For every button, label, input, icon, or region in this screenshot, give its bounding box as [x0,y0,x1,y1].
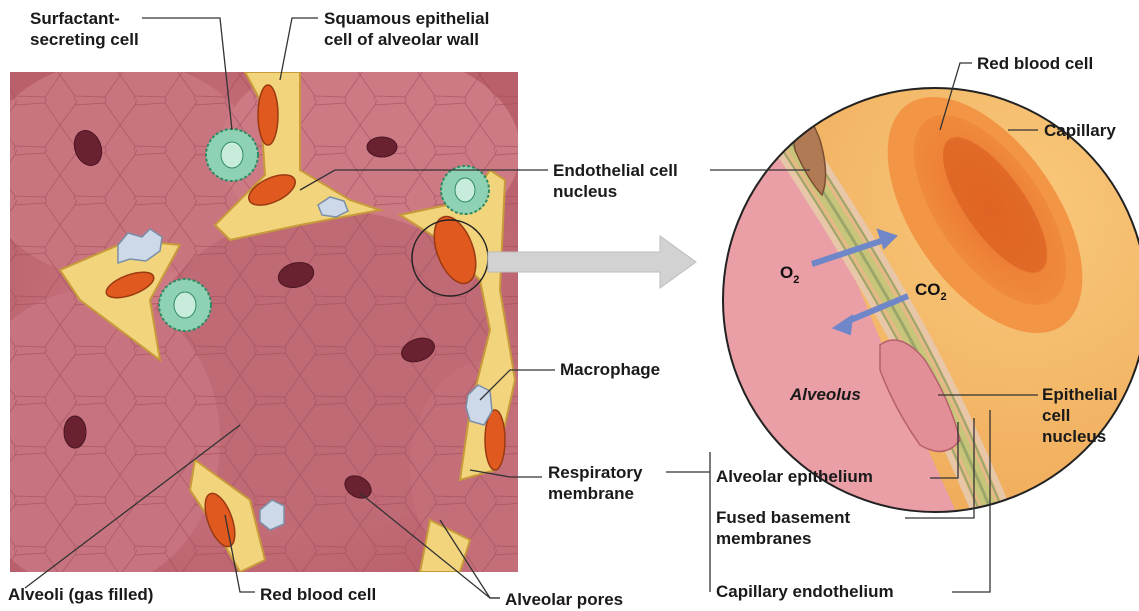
co2-base: CO [915,280,941,299]
label-line: Red blood cell [977,53,1093,74]
label-line: Epithelial [1042,384,1118,405]
label-line: Fused basement [716,507,850,528]
label-line: membranes [716,528,850,549]
label-fused-basement: Fused basement membranes [716,507,850,549]
label-line: Respiratory [548,462,642,483]
label-line: Surfactant- [30,8,139,29]
co2-sub: 2 [941,291,947,303]
label-line: cell of alveolar wall [324,29,489,50]
label-red-blood-cell-left: Red blood cell [260,584,376,605]
label-endothelial-nucleus: Endothelial cell nucleus [553,160,678,202]
label-alveolar-epithelium: Alveolar epithelium [716,466,873,487]
label-line: nucleus [553,181,678,202]
label-surfactant-cell: Surfactant- secreting cell [30,8,139,50]
label-red-blood-cell-right: Red blood cell [977,53,1093,74]
label-line: Capillary endothelium [716,581,894,602]
label-line: secreting cell [30,29,139,50]
label-line: Alveolar pores [505,589,623,610]
label-alveoli: Alveoli (gas filled) [8,584,153,605]
label-line: Red blood cell [260,584,376,605]
label-line: Alveoli (gas filled) [8,584,153,605]
label-line: Endothelial cell [553,160,678,181]
label-line: Capillary [1044,120,1116,141]
label-alveolus: Alveolus [790,384,861,405]
label-capillary: Capillary [1044,120,1116,141]
label-line: nucleus [1042,426,1118,447]
label-line: Squamous epithelial [324,8,489,29]
label-capillary-endothelium: Capillary endothelium [716,581,894,602]
o2-sub: 2 [793,274,799,286]
label-epithelial-nucleus: Epithelial cell nucleus [1042,384,1118,447]
label-alveolar-pores: Alveolar pores [505,589,623,610]
label-line: Alveolus [790,384,861,405]
label-line: Macrophage [560,359,660,380]
label-line: cell [1042,405,1118,426]
o2-base: O [780,263,793,282]
label-respiratory-membrane: Respiratory membrane [548,462,642,504]
label-macrophage: Macrophage [560,359,660,380]
label-squamous-cell: Squamous epithelial cell of alveolar wal… [324,8,489,50]
zoom-arrow [488,236,696,288]
label-line: Alveolar epithelium [716,466,873,487]
label-line: membrane [548,483,642,504]
alveolar-tissue-block [0,50,570,590]
